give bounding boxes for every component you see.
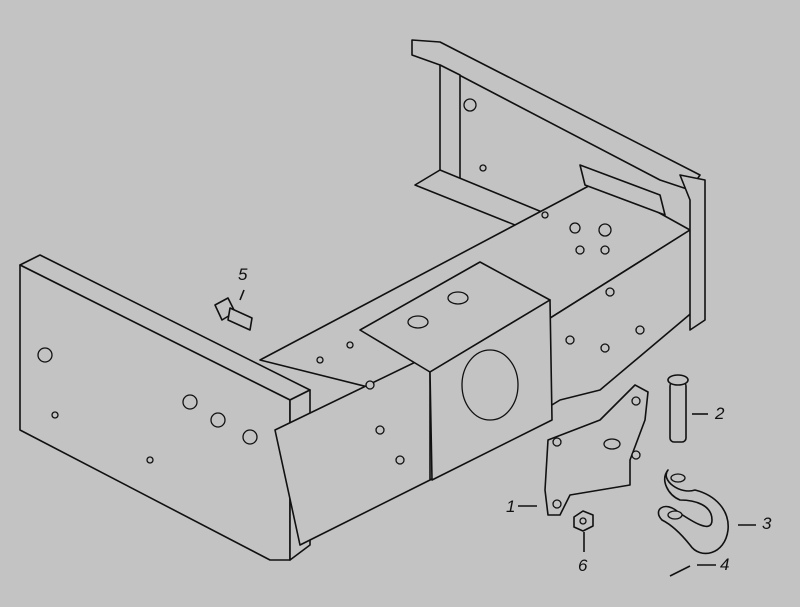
callout-6: 6 — [578, 556, 588, 575]
front-crossmember — [19, 254, 431, 561]
shackle-part-3 — [657, 469, 756, 555]
bolt-part-5 — [214, 289, 253, 331]
beam-holes — [316, 211, 645, 465]
pin-part-2 — [667, 374, 708, 443]
callout-5: 5 — [238, 265, 248, 284]
cotter-pin-part-4 — [669, 564, 716, 577]
callout-3: 3 — [762, 514, 772, 533]
callout-2: 2 — [715, 404, 725, 423]
callout-1: 1 — [506, 497, 516, 516]
center-coupling-box — [359, 261, 553, 481]
callout-4: 4 — [720, 555, 730, 574]
coupling-part-1 — [518, 384, 649, 516]
nut-part-6 — [573, 510, 594, 552]
